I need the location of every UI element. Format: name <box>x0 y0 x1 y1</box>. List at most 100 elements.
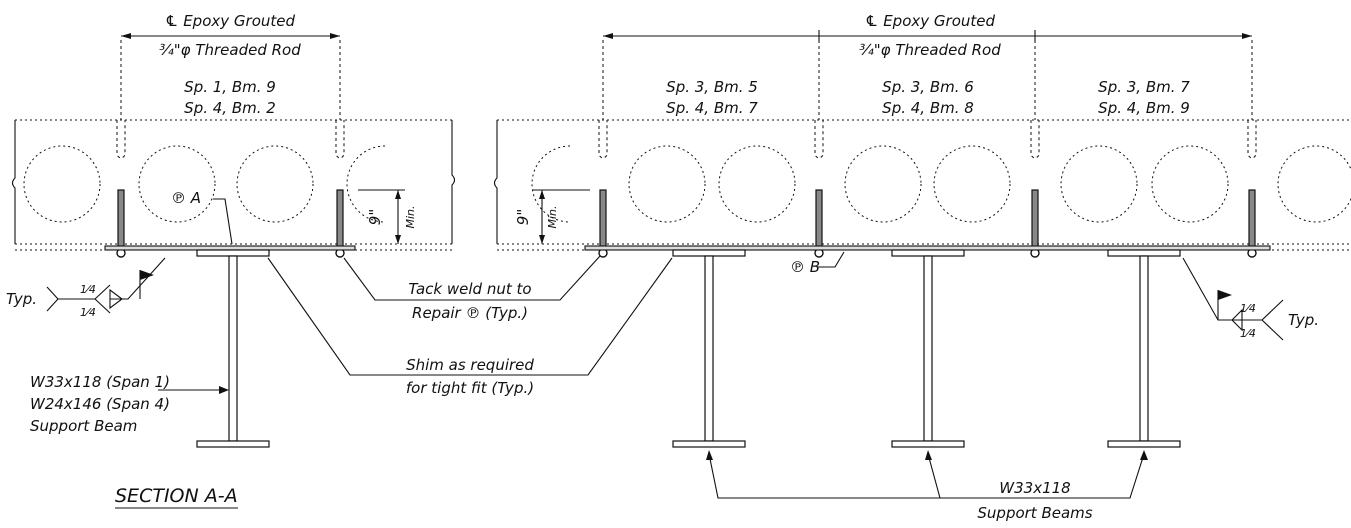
plate-a-label: ℗ A <box>171 189 201 207</box>
beam-id-label: Sp. 3, Bm. 6 <box>882 78 974 96</box>
void-circle <box>844 145 922 223</box>
rod-hole <box>1030 120 1040 159</box>
cl-epoxy-left-label: ℄ Epoxy Grouted <box>165 12 295 30</box>
field-weld-flag-icon <box>140 270 154 280</box>
tack-weld-label: Repair ℗ (Typ.) <box>412 304 528 322</box>
repair-plate-b <box>584 245 1271 251</box>
rod-hole <box>814 120 824 159</box>
beam-web <box>923 255 933 442</box>
weld-leader <box>58 257 166 314</box>
beam-bottom-flange <box>672 440 746 448</box>
arrow-icon <box>219 386 229 394</box>
support-beams-label: W33x118 <box>999 479 1070 497</box>
beam-bottom-flange <box>891 440 965 448</box>
weld-tail <box>46 286 59 312</box>
threaded-rod <box>336 189 344 251</box>
arrow-icon <box>925 450 932 460</box>
threaded-rod <box>599 189 607 251</box>
void-circle <box>236 145 314 223</box>
beam-top-flange <box>1107 249 1181 257</box>
arrow-icon <box>1140 450 1148 460</box>
void-circle <box>138 145 216 223</box>
section-title: SECTION A-A <box>115 485 238 507</box>
shim-label: Shim as required <box>406 356 534 374</box>
arrow-icon <box>706 450 713 460</box>
fillet-weld-icon <box>109 288 123 310</box>
plate-a-leader <box>213 198 233 245</box>
beam-web <box>1139 255 1149 442</box>
rod-left-label: ¾"φ Threaded Rod <box>159 41 301 59</box>
arrow-icon <box>330 33 340 39</box>
support-beams-leader-mid <box>927 453 941 499</box>
void-circle <box>1151 145 1229 223</box>
beam-id-label: Sp. 4, Bm. 8 <box>882 99 974 117</box>
arrow-icon <box>539 235 545 244</box>
rod-hole <box>598 120 608 159</box>
threaded-rod <box>1248 189 1256 251</box>
left-break-line-right <box>451 120 456 244</box>
beam-id-label: Sp. 1, Bm. 9 <box>184 78 276 96</box>
shim-leader <box>267 257 673 376</box>
arrow-icon <box>539 190 545 199</box>
void-partial <box>346 145 386 223</box>
void-circle <box>1060 145 1138 223</box>
dim-min-label: Min. <box>404 205 417 228</box>
cl-epoxy-right-label: ℄ Epoxy Grouted <box>865 12 995 30</box>
beam-bottom-flange <box>196 440 270 448</box>
beam-id-label: Sp. 4, Bm. 2 <box>184 99 276 117</box>
rod-hole <box>335 120 345 159</box>
void-circle <box>1277 145 1351 223</box>
beam-top-flange <box>196 249 270 257</box>
beam-top-flange <box>891 249 965 257</box>
beam-web <box>228 255 238 442</box>
tack-weld-leader <box>343 255 601 301</box>
void-circle <box>718 145 796 223</box>
rod-right-label: ¾"φ Threaded Rod <box>859 41 1001 59</box>
support-beam-label: W24x146 (Span 4) <box>30 395 170 413</box>
arrow-icon <box>121 33 131 39</box>
beam-id-label: Sp. 4, Bm. 9 <box>1098 99 1190 117</box>
plate-b-label: ℗ B <box>790 258 820 276</box>
weld-leader <box>1182 257 1284 341</box>
typ-label: Typ. <box>1288 311 1319 329</box>
fillet-weld-icon <box>1231 308 1243 332</box>
plate-b-leader <box>818 251 845 268</box>
weld-size-label: 1⁄4 <box>1240 302 1256 315</box>
repair-plate-a <box>104 245 356 251</box>
dim-9in-label: 9" <box>514 209 532 225</box>
dim-min-label: Min. <box>546 205 559 228</box>
beam-bottom-flange <box>1107 440 1181 448</box>
left-detail <box>11 33 456 448</box>
rod-hole <box>1247 120 1257 159</box>
weld-size-label: 1⁄4 <box>80 283 96 296</box>
weld-size-label: 1⁄4 <box>80 306 96 319</box>
rod-hole <box>116 120 126 159</box>
arrow-icon <box>395 190 401 199</box>
threaded-rod <box>1031 189 1039 251</box>
void-partial <box>531 145 571 223</box>
arrow-icon <box>395 235 401 244</box>
void-circle <box>933 145 1011 223</box>
beam-web <box>704 255 714 442</box>
beam-id-label: Sp. 3, Bm. 5 <box>666 78 758 96</box>
shim-label: for tight fit (Typ.) <box>406 379 534 397</box>
tack-weld-label: Tack weld nut to <box>408 280 531 298</box>
void-circle <box>23 145 101 223</box>
support-beam-label: Support Beam <box>30 417 137 435</box>
right-break-line <box>493 120 498 244</box>
field-weld-flag-icon <box>1218 290 1232 300</box>
dim-9in-label: 9" <box>366 209 384 225</box>
support-beam-label: W33x118 (Span 1) <box>30 373 170 391</box>
typ-label: Typ. <box>6 290 37 308</box>
arrow-icon <box>603 33 613 39</box>
support-beams-leader <box>708 453 1145 499</box>
left-break-line <box>11 120 16 244</box>
beam-top-flange <box>672 249 746 257</box>
support-beams-label: Support Beams <box>977 504 1092 522</box>
weld-size-label: 1⁄4 <box>1240 327 1256 340</box>
beam-id-label: Sp. 3, Bm. 7 <box>1098 78 1190 96</box>
threaded-rod <box>815 189 823 251</box>
threaded-rod <box>117 189 125 251</box>
void-circle <box>628 145 706 223</box>
